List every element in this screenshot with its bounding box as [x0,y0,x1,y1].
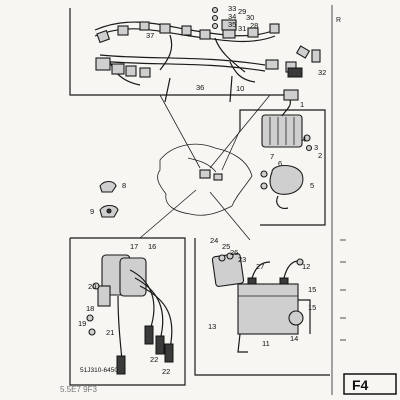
callout-label: 33 [228,4,236,13]
leader-ignition [139,189,197,239]
leader-battery [209,191,251,241]
callout-label: 15 [308,303,316,312]
frame-outline [157,143,253,216]
hardware-bolts [211,6,303,78]
callout-label: 2 [318,151,322,160]
wire-harness [94,19,321,86]
callout-label: 12 [302,262,310,271]
callout-label: 14 [290,334,298,343]
callout-label: 22 [162,367,170,376]
fastener-36 [164,77,171,103]
callout-label: 20 [88,282,96,291]
leader-relay [221,129,241,171]
clamp-9 [99,204,119,218]
callout-label: 18 [86,304,94,313]
callout-label: 25 [222,242,230,251]
callout-label: 6 [278,159,282,168]
clamp-8 [99,180,117,193]
callout-label: 22 [150,355,158,364]
callout-label: 34 [228,12,236,21]
callout-label: 19 [78,319,86,328]
callout-label: 37 [146,31,154,40]
callout-label: 17 [130,242,138,251]
callout-label: 29 [238,7,246,16]
callout-label: 15 [308,285,316,294]
callout-label: 13 [208,322,216,331]
leader-harness-1 [159,94,201,169]
rectifier-regulator [261,89,313,152]
callout-label: 32 [318,68,326,77]
callout-label: 5 [310,181,314,190]
callout-label: 7 [270,152,274,161]
fastener-10 [229,75,233,103]
battery-box-frame [194,238,330,376]
callout-label: 1 [300,100,304,109]
figure-number-box [343,373,397,395]
callout-label: 28 [250,21,258,30]
callout-label: 21 [106,328,114,337]
callout-label: 4 [302,135,306,144]
ignition-box-frame [69,237,186,386]
battery-assembly [211,252,311,353]
margin-letter: R [336,17,341,24]
figure-number: F4 [352,377,369,393]
callout-label: 31 [238,24,246,33]
callout-label: 23 [238,255,246,264]
ignition-coils [86,254,174,375]
callout-label: 36 [196,83,204,92]
callout-label: 10 [236,84,244,93]
callout-label: 3 [314,143,318,152]
callout-label: 11 [262,339,270,348]
callout-label: 27 [256,262,264,271]
callout-label: 30 [246,13,254,22]
page-note: 5.5E7 9F3 [60,385,97,394]
callout-label: 9 [90,207,94,216]
margin-marks [340,239,346,341]
callout-label: 24 [210,236,218,245]
leader-harness-2 [209,94,271,169]
relay-box-frame [239,109,326,226]
callout-label: 8 [122,181,126,190]
callout-label: 35 [228,20,236,29]
callout-label: 26 [230,248,238,257]
callout-label: 16 [148,242,156,251]
harness-box-frame [69,8,285,96]
starter-relay [260,164,304,209]
drawing-code: 51J310-6450 [80,367,118,374]
